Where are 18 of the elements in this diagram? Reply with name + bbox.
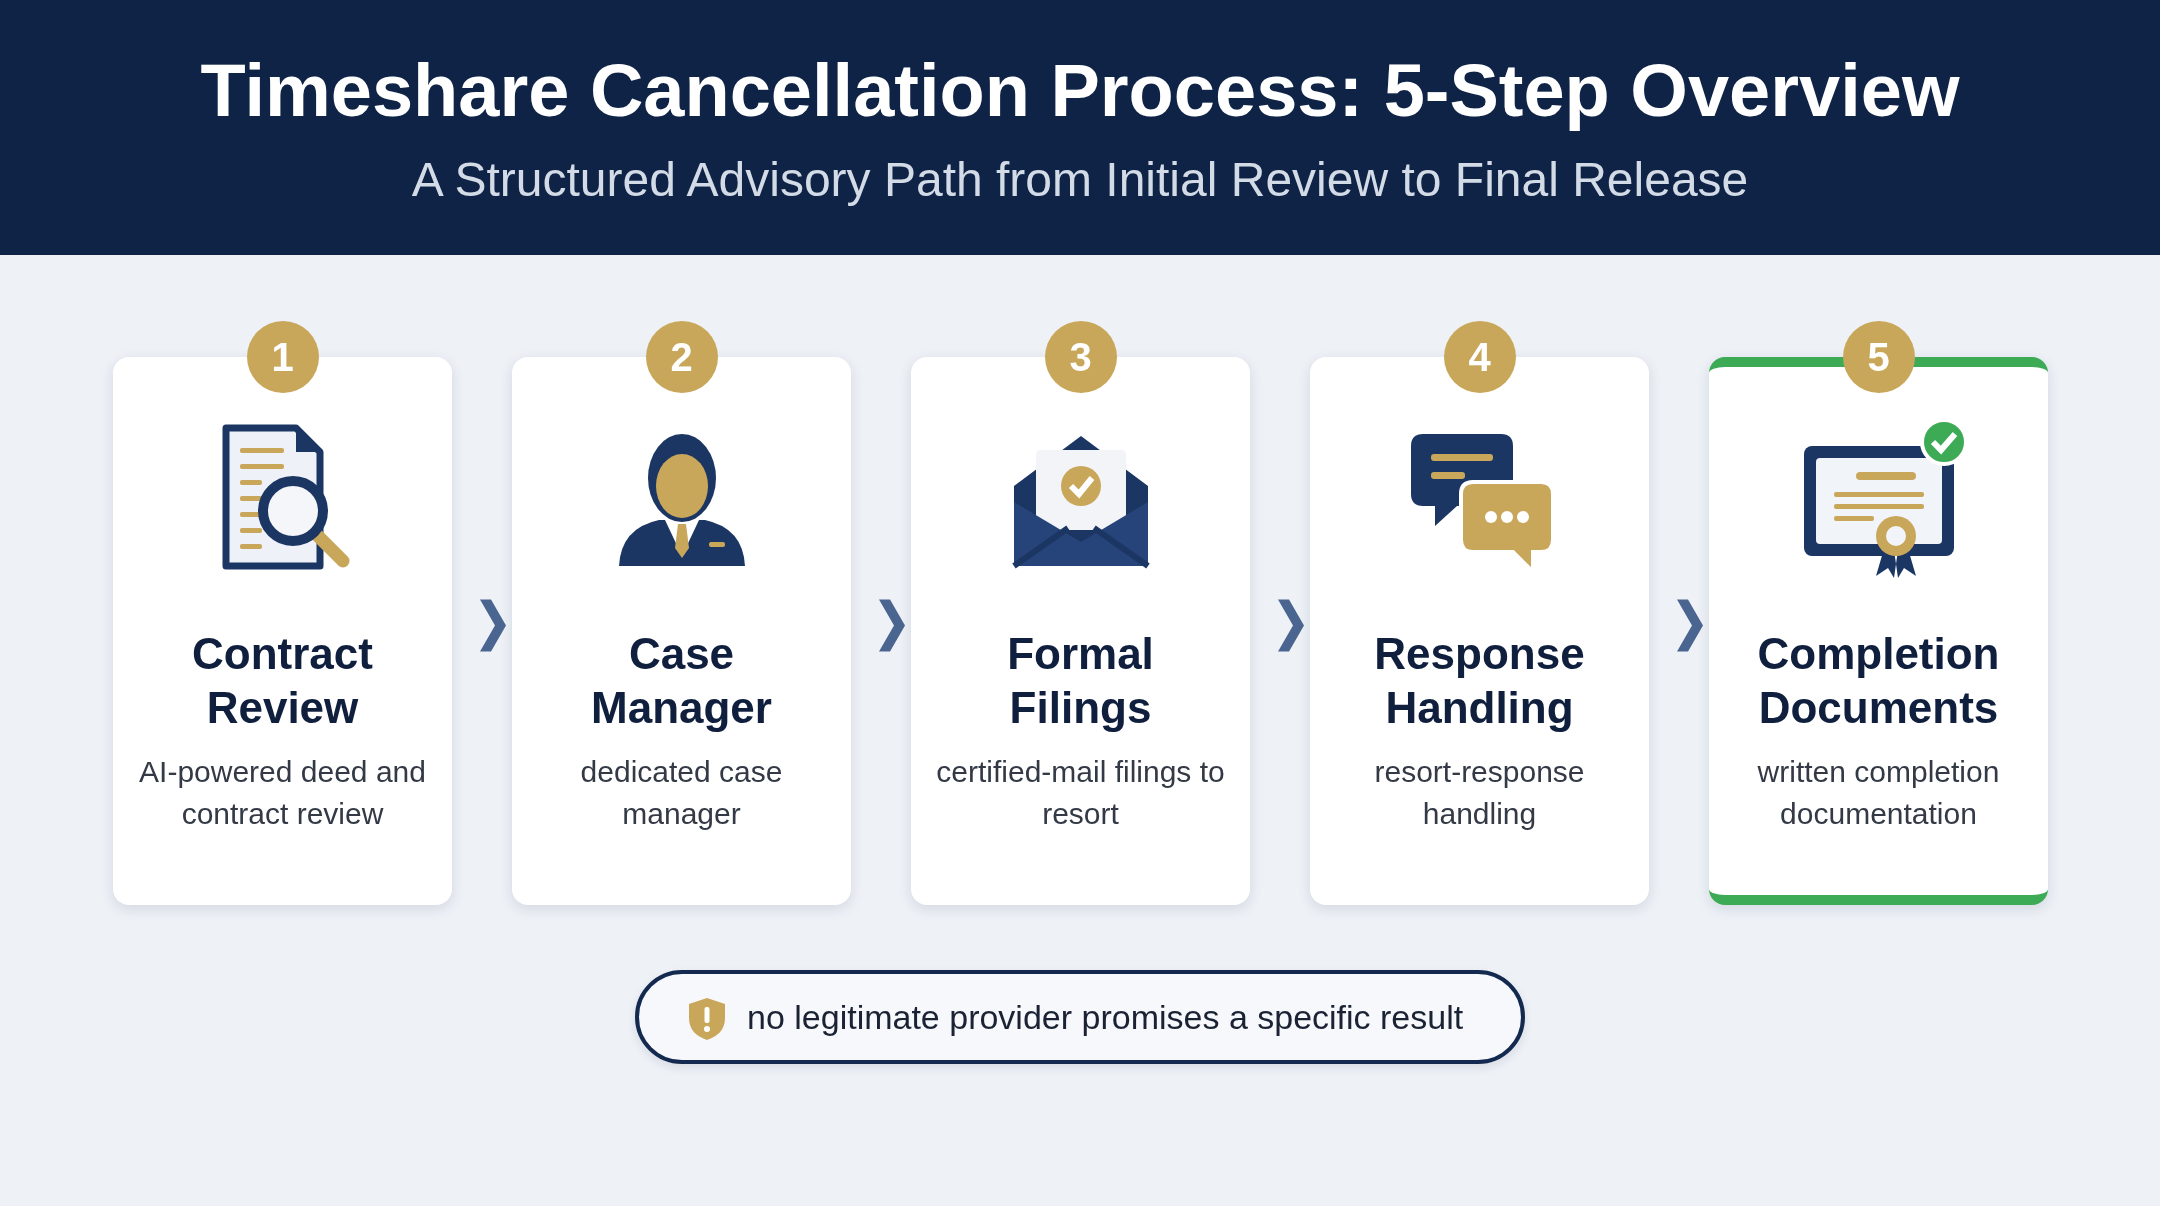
disclaimer-text: no legitimate provider promises a specific result <box>747 997 1464 1038</box>
step-description: written completion documentation <box>1756 754 2001 832</box>
step-title: Contract Review <box>191 628 374 734</box>
step-number: 2 <box>645 321 718 393</box>
subtitle: A Structured Advisory Path from Initial Review to Final Release <box>410 152 1750 207</box>
step-description: dedicated case manager <box>579 754 784 832</box>
title: Timeshare Cancellation Process: 5-Step Overview <box>199 48 1961 133</box>
step-number: 5 <box>1842 321 1915 393</box>
step-title: Response Handling <box>1373 628 1586 734</box>
step-title: Case Manager <box>590 628 773 734</box>
step-number: 3 <box>1044 321 1117 393</box>
step-title: Completion Documents <box>1756 628 2001 734</box>
step-title: Formal Filings <box>1006 628 1155 734</box>
step-description: AI-powered deed and contract review <box>138 754 427 832</box>
step-number: 1 <box>246 321 319 393</box>
step-description: resort-response handling <box>1373 754 1586 832</box>
step-number: 4 <box>1443 321 1516 393</box>
step-description: certified-mail filings to resort <box>935 754 1226 832</box>
